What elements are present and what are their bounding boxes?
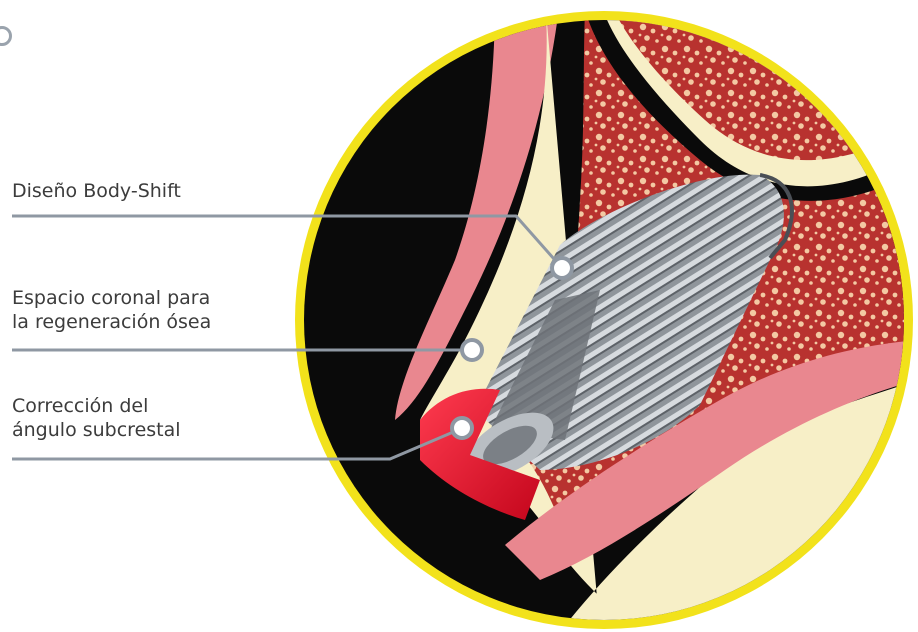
label-subcrestal-line1: Corrección del bbox=[12, 394, 181, 418]
label-subcrestal: Corrección del ángulo subcrestal bbox=[12, 394, 181, 442]
label-coronal-space-line1: Espacio coronal para bbox=[12, 286, 211, 310]
callout-dot-body-shift bbox=[552, 258, 572, 278]
label-subcrestal-line2: ángulo subcrestal bbox=[12, 418, 181, 442]
callout-dot-subcrestal bbox=[452, 418, 472, 438]
label-body-shift: Diseño Body-Shift bbox=[12, 179, 181, 203]
label-body-shift-text: Diseño Body-Shift bbox=[12, 179, 181, 203]
label-coronal-space: Espacio coronal para la regeneración óse… bbox=[12, 286, 211, 334]
callout-dot-coronal-space bbox=[462, 340, 482, 360]
label-coronal-space-line2: la regeneración ósea bbox=[12, 310, 211, 334]
